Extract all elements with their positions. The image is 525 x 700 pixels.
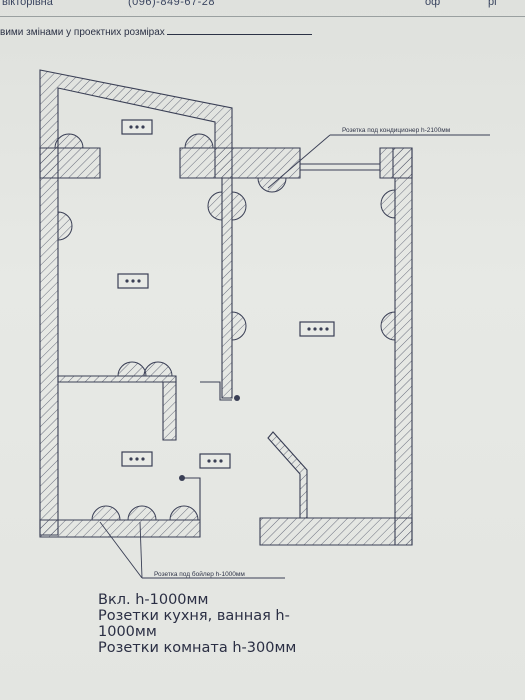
socket-outlet-bath-top-1 bbox=[117, 361, 147, 377]
switch-box-main-room bbox=[299, 321, 335, 337]
top-wall-right bbox=[379, 147, 413, 179]
legend-line-1: Вкл. h-1000мм bbox=[98, 592, 209, 608]
top-wall-middle bbox=[179, 147, 301, 179]
socket-outlet-right-wall-top bbox=[380, 189, 396, 219]
leader-boiler-1 bbox=[99, 521, 143, 579]
socket-outlet-right-wall-mid bbox=[380, 311, 396, 341]
switch-dot-2 bbox=[179, 475, 185, 481]
socket-outlet-top-right bbox=[184, 133, 214, 149]
legend: Вкл. h-1000мм Розетки кухня, ванная h- 1… bbox=[98, 592, 398, 656]
annotation-boiler: Розетка под бойлер h-1000мм bbox=[154, 570, 245, 578]
top-wall-left bbox=[39, 147, 101, 179]
partition-wall bbox=[221, 177, 233, 399]
legend-line-4: Розетки комната h-300мм bbox=[98, 640, 297, 656]
angled-door-stub bbox=[267, 431, 308, 519]
pipe-hook-2 bbox=[180, 477, 201, 520]
legend-line-3: 1000мм bbox=[98, 624, 157, 640]
switch-dot-1 bbox=[234, 395, 240, 401]
leader-boiler-2 bbox=[139, 521, 143, 579]
socket-outlet-left-wall bbox=[57, 211, 73, 241]
bottom-wall-right bbox=[259, 517, 413, 546]
leader-ac bbox=[267, 134, 331, 189]
outer-wall-left bbox=[39, 147, 59, 536]
outer-wall-right bbox=[392, 147, 413, 546]
socket-outlet-top-left bbox=[54, 133, 84, 149]
socket-outlet-partition-top-left bbox=[207, 191, 223, 221]
header-name: вікторівна bbox=[2, 0, 53, 8]
socket-outlet-partition-top-right bbox=[231, 191, 247, 221]
bathroom-top-wall bbox=[57, 375, 177, 383]
note-line: вими змінами у проектних розмірах bbox=[0, 27, 312, 38]
socket-outlet-bottom-3 bbox=[169, 505, 199, 521]
socket-outlet-bottom-2 bbox=[127, 505, 157, 521]
annotation-ac: Розетка под кондиционер h-2100мм bbox=[342, 127, 451, 134]
socket-outlet-bottom-1 bbox=[91, 505, 121, 521]
bathroom-right-wall bbox=[162, 381, 177, 441]
legend-line-2: Розетки кухня, ванная h- bbox=[98, 608, 290, 624]
socket-outlet-bath-top-2 bbox=[143, 361, 173, 377]
header-code: оф bbox=[425, 0, 441, 8]
socket-outlet-partition-mid bbox=[231, 311, 247, 341]
pipe-hook-1 bbox=[200, 381, 232, 401]
header-strip: вікторівна (096)-849-67-28 оф рі bbox=[0, 0, 525, 17]
bottom-wall-left bbox=[39, 519, 201, 538]
header-phone: (096)-849-67-28 bbox=[128, 0, 215, 8]
header-code-2: рі bbox=[488, 0, 497, 8]
